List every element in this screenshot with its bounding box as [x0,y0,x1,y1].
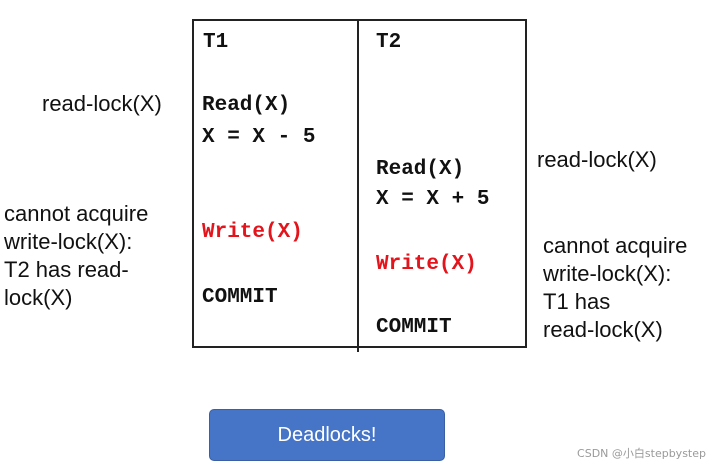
watermark: CSDN @小白stepbystep [577,447,706,460]
t2-header: T2 [376,31,402,54]
t1-read-op: Read(X) [202,94,291,117]
t1-header: T1 [203,31,229,54]
deadlocks-button[interactable]: Deadlocks! [209,409,445,461]
t2-lock-note: read-lock(X) [537,147,657,172]
t1-lock-note: read-lock(X) [42,91,162,116]
t2-blocked-note: cannot acquire write-lock(X): T1 has rea… [543,233,688,342]
column-divider [357,19,359,352]
t1-commit-op: COMMIT [202,286,278,309]
t2-write-op: Write(X) [376,253,477,276]
t2-assign-op: X = X + 5 [376,188,490,211]
t1-assign-op: X = X - 5 [202,126,316,149]
transaction-table [192,19,527,348]
t2-read-op: Read(X) [376,158,465,181]
t1-blocked-note: cannot acquire write-lock(X): T2 has rea… [4,201,149,310]
t2-commit-op: COMMIT [376,316,452,339]
t1-write-op: Write(X) [202,221,303,244]
